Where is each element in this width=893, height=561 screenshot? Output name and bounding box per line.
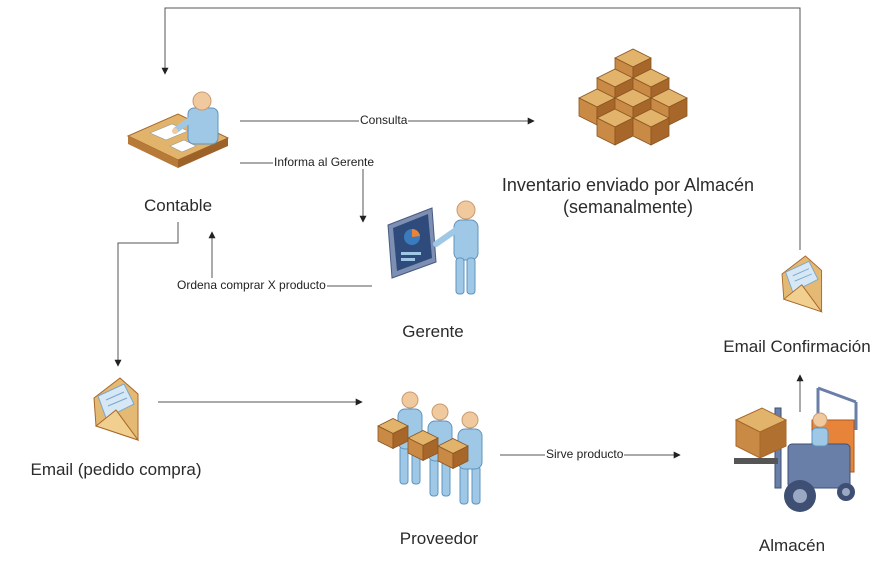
accountant-at-desk-icon — [126, 91, 230, 168]
edge-label-consulta: Consulta — [359, 113, 409, 127]
node-label-inventario: Inventario enviado por Almacén (semanalm… — [478, 174, 778, 218]
manager-presentation-icon — [387, 200, 479, 295]
node-label-almacen: Almacén — [758, 536, 826, 555]
edge-informa — [240, 162, 367, 223]
node-label-inventario-line1: Inventario enviado por Almacén — [501, 175, 755, 195]
node-label-contable: Contable — [143, 196, 213, 215]
node-label-email-pedido: Email (pedido compra) — [30, 460, 202, 479]
edge-label-ordena: Ordena comprar X producto — [176, 278, 327, 292]
edge-contable-to-email — [114, 222, 179, 367]
email-envelope-icon — [781, 255, 823, 313]
suppliers-with-boxes-icon — [377, 391, 483, 505]
node-label-proveedor: Proveedor — [399, 529, 479, 548]
node-label-gerente: Gerente — [402, 322, 464, 341]
node-label-email-confirmacion: Email Confirmación — [723, 337, 871, 356]
forklift-warehouse-icon — [734, 386, 858, 512]
edge-almacen-to-contable — [161, 7, 801, 250]
email-envelope-icon — [93, 377, 140, 441]
edge-label-informa: Informa al Gerente — [273, 155, 376, 169]
edge-label-sirve: Sirve producto — [545, 447, 625, 461]
node-label-inventario-line2: (semanalmente) — [562, 197, 694, 217]
stacked-boxes-icon — [578, 48, 688, 146]
